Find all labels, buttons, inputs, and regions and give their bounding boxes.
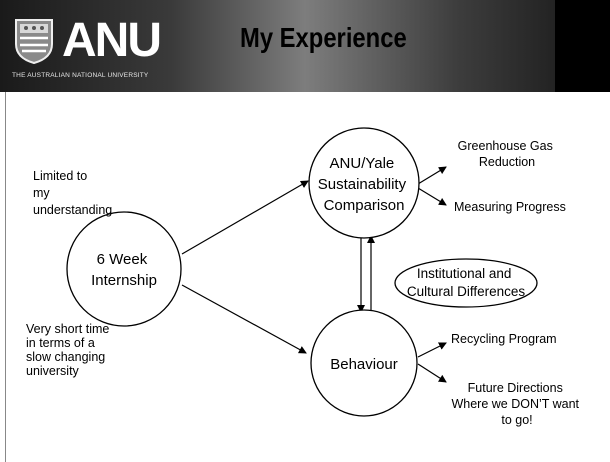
- note-limited-line-2: my: [33, 186, 50, 200]
- measuring-label: Measuring Progress: [454, 200, 566, 214]
- note-short-line-4: university: [26, 364, 80, 378]
- internship-line-1: 6 Week: [97, 251, 148, 268]
- header-corner-block: [555, 0, 610, 92]
- node-behaviour: Behaviour: [310, 309, 418, 417]
- note-limited-line-1: Limited to: [33, 169, 87, 183]
- svg-text:ANU/Yale Sustainability: ANU/Yale Sustainability Comparison: [318, 155, 411, 214]
- arrow-to-measuring: [417, 187, 447, 206]
- note-short-line-2: in terms of a: [26, 336, 95, 350]
- output-recycling: Recycling Program: [451, 332, 557, 346]
- behaviour-label: Behaviour: [330, 356, 398, 373]
- internship-line-2: Internship: [91, 272, 157, 289]
- svg-text:Institutional and Cultur: Institutional and Cultural Differences: [407, 266, 526, 299]
- note-short-line-3: slow changing: [26, 350, 105, 364]
- note-short-line-1: Very short time: [26, 322, 109, 336]
- anu-logo: ANU THE AUSTRALIAN NATIONAL UNIVERSITY: [10, 12, 200, 87]
- svg-text:Behaviour: Behaviour: [330, 356, 398, 373]
- node-comparison: ANU/Yale Sustainability Comparison: [308, 127, 420, 239]
- future-line-3: to go!: [501, 413, 532, 427]
- arrow-to-future: [417, 363, 447, 383]
- node-internship: 6 Week Internship: [66, 211, 182, 327]
- differences-line-2: Cultural Differences: [407, 284, 526, 299]
- recycling-label: Recycling Program: [451, 332, 557, 346]
- logo-wordmark: ANU: [62, 14, 162, 67]
- greenhouse-line-2: Reduction: [479, 155, 535, 169]
- future-line-2: Where we DON’T want: [451, 397, 579, 411]
- output-future: Future Directions Where we DON’T want to…: [451, 381, 582, 427]
- left-margin-rule: [5, 92, 6, 462]
- arrow-to-recycling: [417, 342, 447, 358]
- output-measuring: Measuring Progress: [454, 200, 566, 214]
- logo-subtitle: THE AUSTRALIAN NATIONAL UNIVERSITY: [12, 72, 149, 79]
- future-line-1: Future Directions: [468, 381, 563, 395]
- note-limited-line-3: understanding: [33, 203, 112, 217]
- note-limited: Limited to my understanding: [33, 169, 112, 217]
- arrow-internship-to-comparison: [181, 180, 309, 255]
- arrow-to-greenhouse: [417, 166, 447, 185]
- node-differences: Institutional and Cultural Differences: [394, 258, 538, 308]
- greenhouse-line-1: Greenhouse Gas: [458, 139, 553, 153]
- output-greenhouse: Greenhouse Gas Reduction: [458, 139, 557, 169]
- arrow-internship-to-behaviour: [181, 284, 307, 354]
- comparison-line-3: Comparison: [324, 197, 405, 214]
- differences-line-1: Institutional and: [417, 266, 512, 281]
- svg-text:6 Week Internship: 6 Week Internship: [91, 251, 157, 289]
- slide-header: ANU THE AUSTRALIAN NATIONAL UNIVERSITY M…: [0, 0, 610, 92]
- note-short-time: Very short time in terms of a slow chang…: [26, 322, 113, 378]
- comparison-line-2: Sustainability: [318, 176, 407, 193]
- crest-icon: [15, 19, 53, 64]
- comparison-line-1: ANU/Yale: [330, 155, 395, 172]
- slide-title: My Experience: [240, 22, 407, 53]
